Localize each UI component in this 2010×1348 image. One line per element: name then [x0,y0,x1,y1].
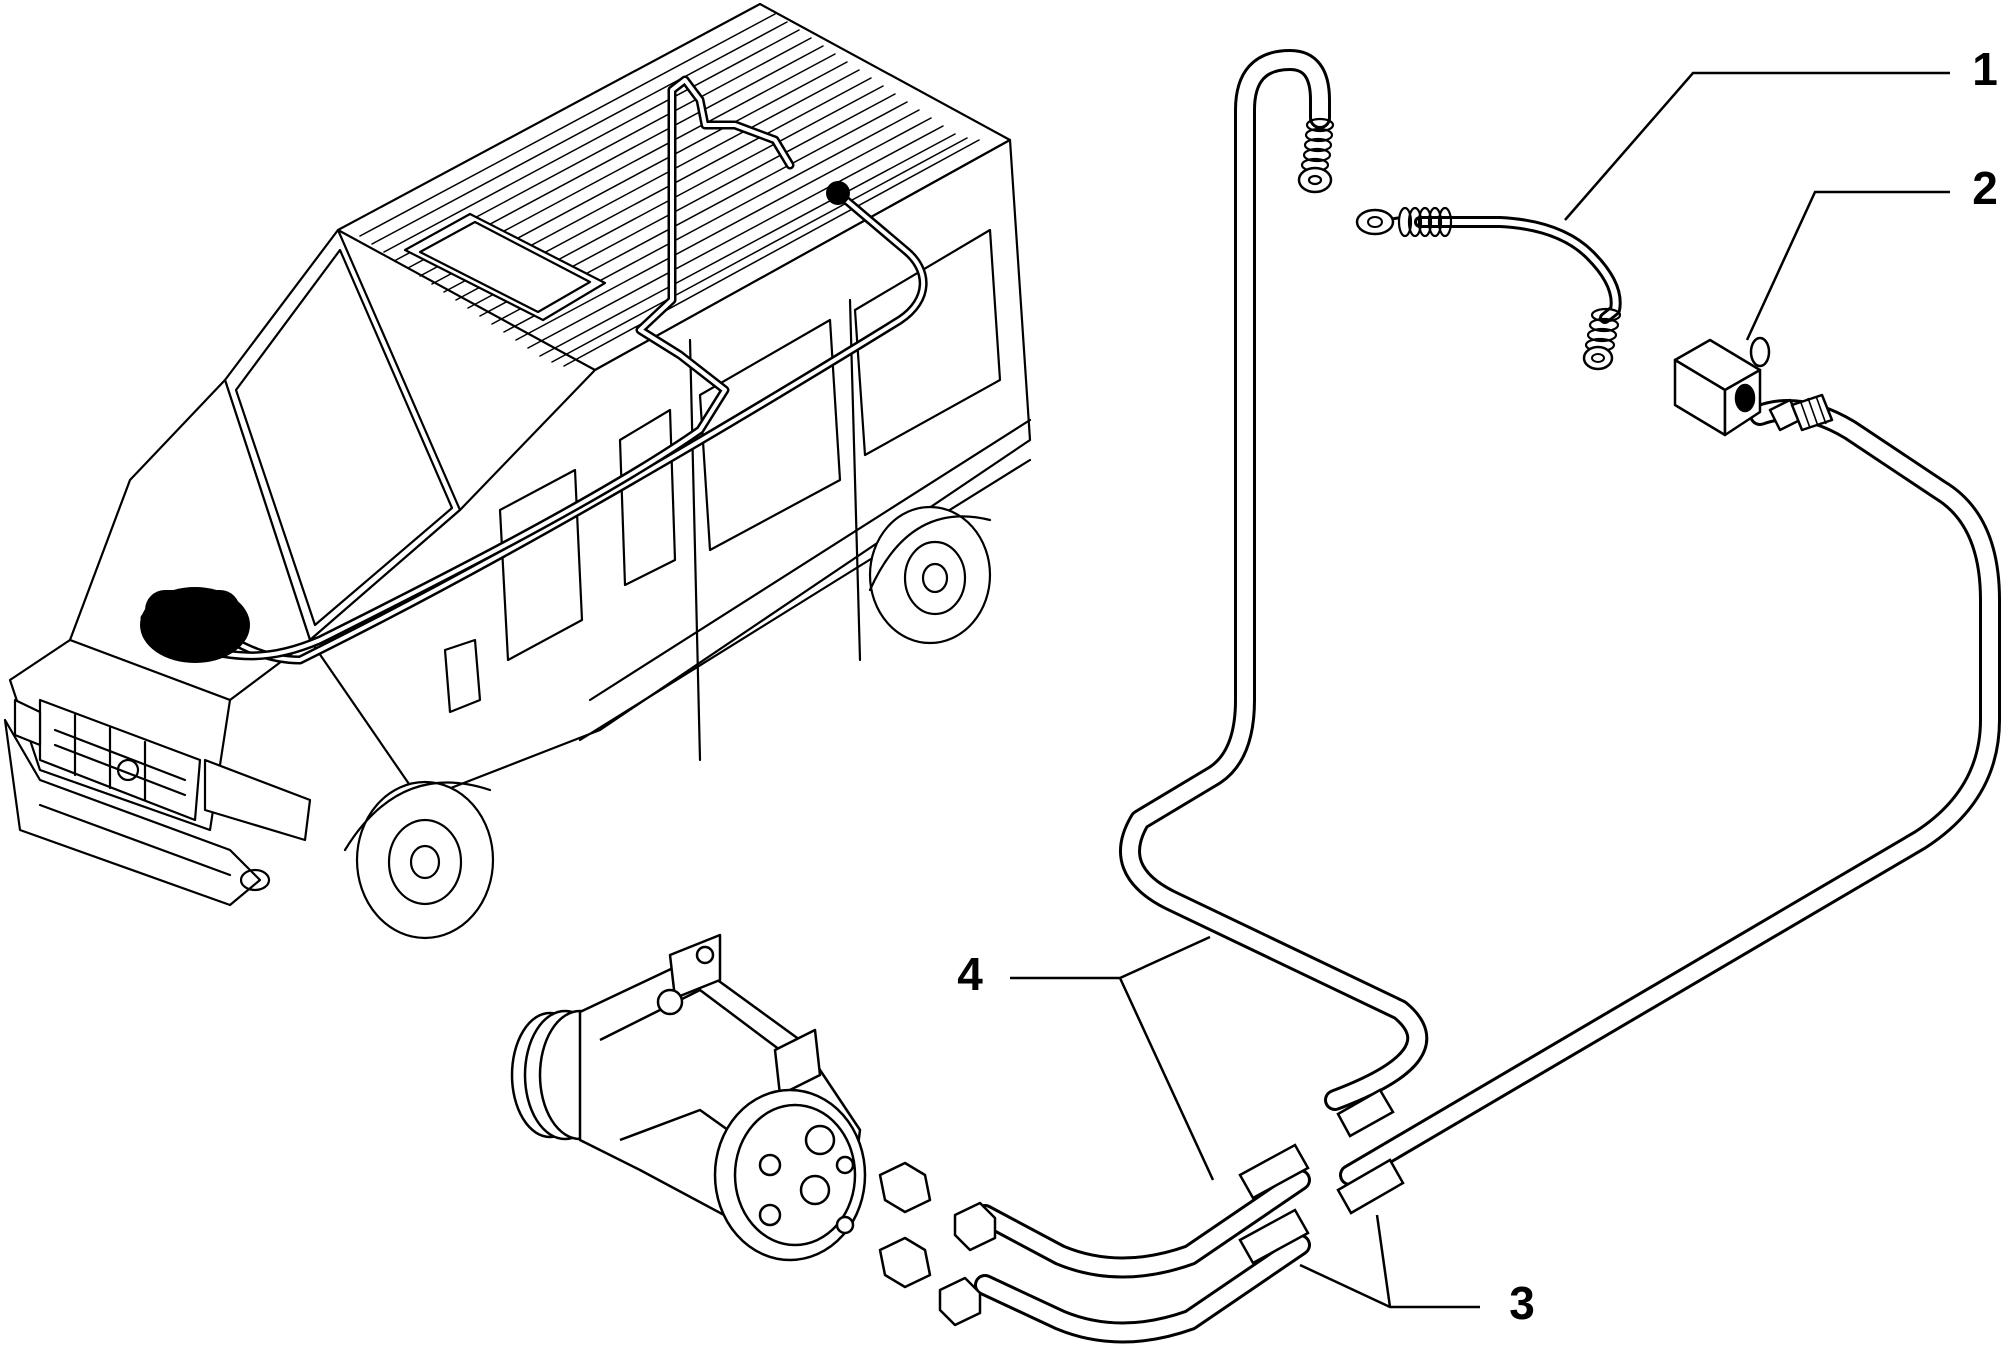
callout-label-4: 4 [957,948,983,1000]
hose-3-lower-sections [974,1169,1311,1344]
hose-4-suction-line [1119,49,1429,1111]
hose-4-end-fitting [1297,117,1335,194]
callout-label-2: 2 [1972,162,1998,214]
hose-sleeves [1238,1088,1405,1265]
van-illustration [3,2,1032,940]
hose-3-discharge-line [1339,399,2001,1186]
callout-leaders [1010,71,1950,1309]
callout-labels: 1 2 3 4 [957,43,1998,1329]
ac-compressor [510,933,997,1327]
van-ac-routing [140,75,928,665]
part-2-connector-block [1673,336,1834,437]
part-1-ground-cable [1355,206,1622,371]
callout-label-3: 3 [1509,1277,1535,1329]
callout-label-1: 1 [1972,43,1998,95]
